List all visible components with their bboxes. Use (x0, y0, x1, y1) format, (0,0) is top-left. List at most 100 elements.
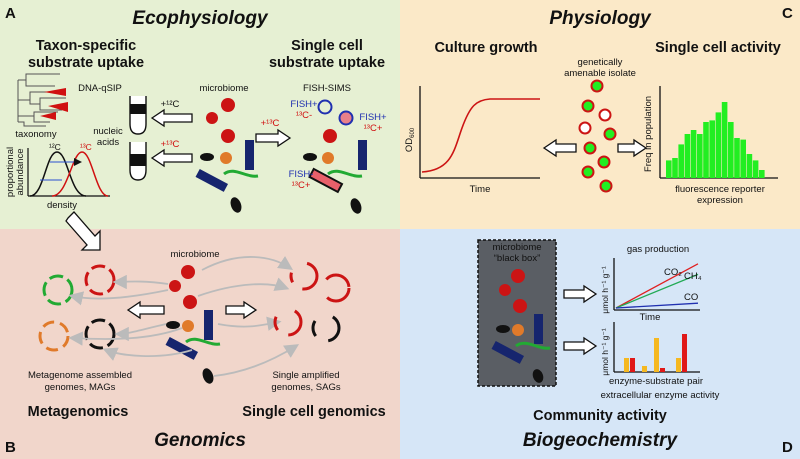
histogram-bar (703, 122, 709, 178)
c13-plus-label-2: ¹³C+ (292, 180, 311, 191)
mag-genome-orange (38, 320, 70, 352)
cell-black (496, 325, 510, 333)
cell-navy-rod (165, 336, 199, 360)
panel-b-letter: B (5, 439, 16, 456)
cell-navy-rod (491, 340, 525, 364)
cell-black (532, 369, 544, 383)
growth-x-label: Time (470, 184, 491, 195)
sag-genome-red-1 (289, 261, 319, 291)
cell-black (202, 368, 214, 384)
panel-a: A Ecophysiology Taxon-specific substrate… (5, 5, 387, 214)
panel-a-letter: A (5, 5, 16, 22)
microbiome-d (491, 269, 551, 383)
arrow-to-gas (563, 284, 598, 304)
growth-y-label: OD600 (404, 127, 416, 152)
fish-plus-label-2: FISH+ (359, 112, 387, 123)
histogram-bar (728, 122, 734, 178)
metagenomics-label: Metagenomics (28, 404, 129, 420)
enzyme-bar (654, 338, 659, 372)
mag-caption-line1: Metagenome assembled (28, 370, 132, 381)
cell-black (200, 153, 214, 161)
cell-red (206, 112, 218, 124)
single-cell-genomics-label: Single cell genomics (242, 404, 385, 420)
enzyme-bar (624, 358, 629, 372)
cell-green-filament (223, 169, 259, 178)
mag-caption-line2: genomes, MAGs (45, 382, 116, 393)
mag-connections (68, 256, 300, 377)
density-plot: ¹²C ¹³C density proportional abundance (5, 142, 110, 211)
fish-plus-label-1: FISH+ (290, 99, 318, 110)
mag-genome-black (84, 318, 116, 350)
arrow-to-sags (225, 300, 258, 320)
plus-13c-right-label: +¹³C (261, 118, 280, 129)
arrow-to-mags (126, 300, 165, 320)
tube-12c (129, 96, 147, 135)
community-activity-label: Community activity (533, 408, 667, 424)
cell-red (511, 269, 525, 283)
enzyme-activity-plot: enzyme-substrate pair extracellular enzy… (600, 322, 720, 401)
enzyme-bar (642, 366, 647, 372)
histogram-bar (684, 134, 691, 178)
cell-red (181, 265, 195, 279)
enzyme-x-label: enzyme-substrate pair (609, 376, 703, 387)
histogram-bar (715, 112, 722, 178)
cell-navy-rod (195, 168, 229, 192)
cell-green-filament (185, 337, 221, 346)
culture-growth-heading: Culture growth (434, 40, 537, 56)
cell-red (513, 299, 527, 313)
histogram-bar (697, 134, 703, 178)
enzyme-caption: extracellular enzyme activity (601, 390, 720, 401)
left-heading-line1: Taxon-specific (36, 38, 136, 54)
cell-black (350, 198, 362, 214)
enzyme-bar (660, 368, 665, 372)
isolate-cells (578, 79, 617, 193)
gas-x-label: Time (640, 312, 661, 323)
cell-orange (182, 320, 194, 332)
peak-12c-curve (29, 151, 87, 197)
histogram-bar (709, 120, 715, 178)
arrow-to-fish-sims (255, 128, 292, 148)
enzyme-bar (676, 358, 681, 372)
histogram-bar (672, 158, 678, 178)
histogram-bar (678, 144, 684, 178)
tree-red-highlight-2 (48, 102, 68, 112)
cell-red (499, 284, 511, 296)
arrow-to-enzyme (563, 336, 598, 356)
histogram-bar (746, 154, 753, 178)
microbiome-b (165, 265, 221, 384)
cell-black (166, 321, 180, 329)
panel-c-letter: C (782, 5, 793, 22)
arrow-to-growth (542, 138, 577, 158)
cell-red (183, 295, 197, 309)
histogram-bar (666, 160, 672, 178)
c13-minus-label: ¹³C- (296, 110, 312, 121)
abundance-label: abundance (15, 148, 26, 195)
arrow-to-tube-12c (150, 108, 193, 128)
tree-red-highlight-1 (44, 88, 66, 96)
cell-red (169, 280, 181, 292)
enzyme-bar (682, 334, 687, 372)
fish-minus-13c-plus-cell (308, 167, 344, 194)
gas-y-label: μmol h⁻¹ g⁻¹ (600, 266, 610, 314)
sag-genome-red-2 (321, 273, 351, 303)
gas-line (615, 273, 699, 309)
blackbox-label-line2: “black box” (494, 253, 540, 264)
cell-black (230, 197, 242, 213)
histogram-bar (690, 130, 697, 178)
left-heading-line2: substrate uptake (28, 55, 144, 71)
panel-d-letter: D (782, 439, 793, 456)
cell-navy-rod (534, 314, 543, 344)
fish-plus-13c-plus-cell (338, 110, 354, 126)
fish-plus-13c-minus-cell (317, 99, 333, 115)
enzyme-y-label: μmol h⁻¹ g⁻¹ (600, 328, 610, 376)
enzyme-bar (630, 358, 635, 372)
tube-13c (129, 142, 147, 181)
growth-curve (421, 98, 540, 173)
growth-curve-plot: Time OD600 (404, 86, 540, 195)
cell-orange (512, 324, 524, 336)
activity-histogram: Freq in population fluorescence reporter… (643, 86, 778, 206)
cell-orange (220, 152, 232, 164)
cell-red (221, 129, 235, 143)
histogram-bar (752, 160, 759, 178)
